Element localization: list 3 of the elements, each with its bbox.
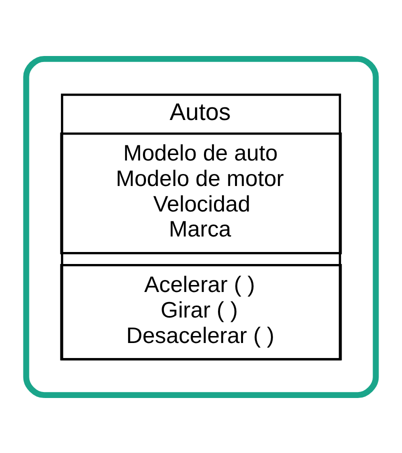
cluster [23, 55, 379, 398]
node-box: Modelo de auto Modelo de motor Velocidad Marca [60, 132, 342, 254]
node-box: Acelerar ( ) Girar ( ) Desacelerar ( ) [60, 263, 342, 360]
